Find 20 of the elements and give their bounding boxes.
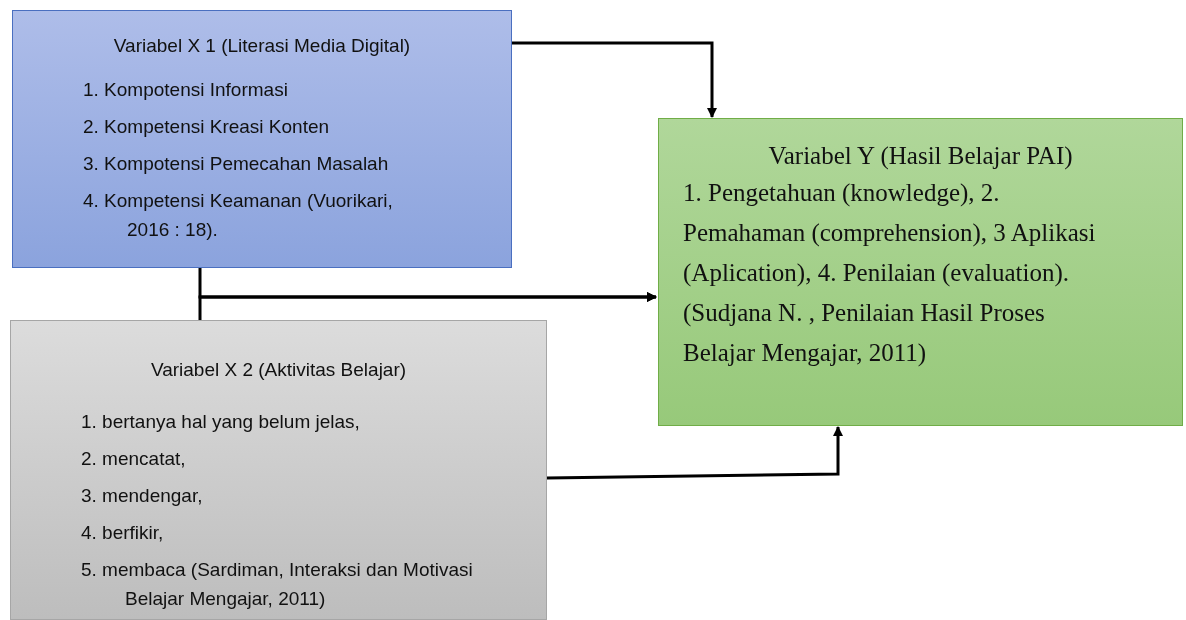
list-item: 3. mendengar, [81,484,204,508]
list-item: 2. mencatat, [81,447,187,471]
list-item: 3. Kompotensi Pemecahan Masalah [83,152,390,176]
body-text: (Sudjana N. , Penilaian Hasil Proses Belajar Mengajar, 2011) [683,298,1046,368]
box-heading: Variabel Y (Hasil Belajar PAI) [767,141,1074,172]
variable-box [10,320,547,620]
body-text: 1. Pengetahuan (knowledge), 2. Pemahaman (comprehension), 3 Aplikasi (Aplication), 4. Penilaian (evaluation). [683,178,1097,289]
list-item: 2. Kompetensi Kreasi Konten [83,115,331,139]
list-item: 4. Kompetensi Keamanan (Vuorikari, 2016 : 18). [83,189,394,243]
box-heading: Variabel X 1 (Literasi Media Digital) [112,34,412,58]
arrow [512,41,717,118]
list-item: 1. bertanya hal yang belum jelas, [81,410,361,434]
arrow [546,426,843,480]
arrow [198,292,657,320]
variable-box [658,118,1183,426]
list-item: 4. berfikir, [81,521,165,545]
box-heading: Variabel X 2 (Aktivitas Belajar) [149,358,408,382]
variable-box [12,10,512,268]
list-item: 1. Kompotensi Informasi [83,78,289,102]
list-item: 5. membaca (Sardiman, Interaksi dan Motivasi Belajar Mengajar, 2011) [81,558,474,612]
